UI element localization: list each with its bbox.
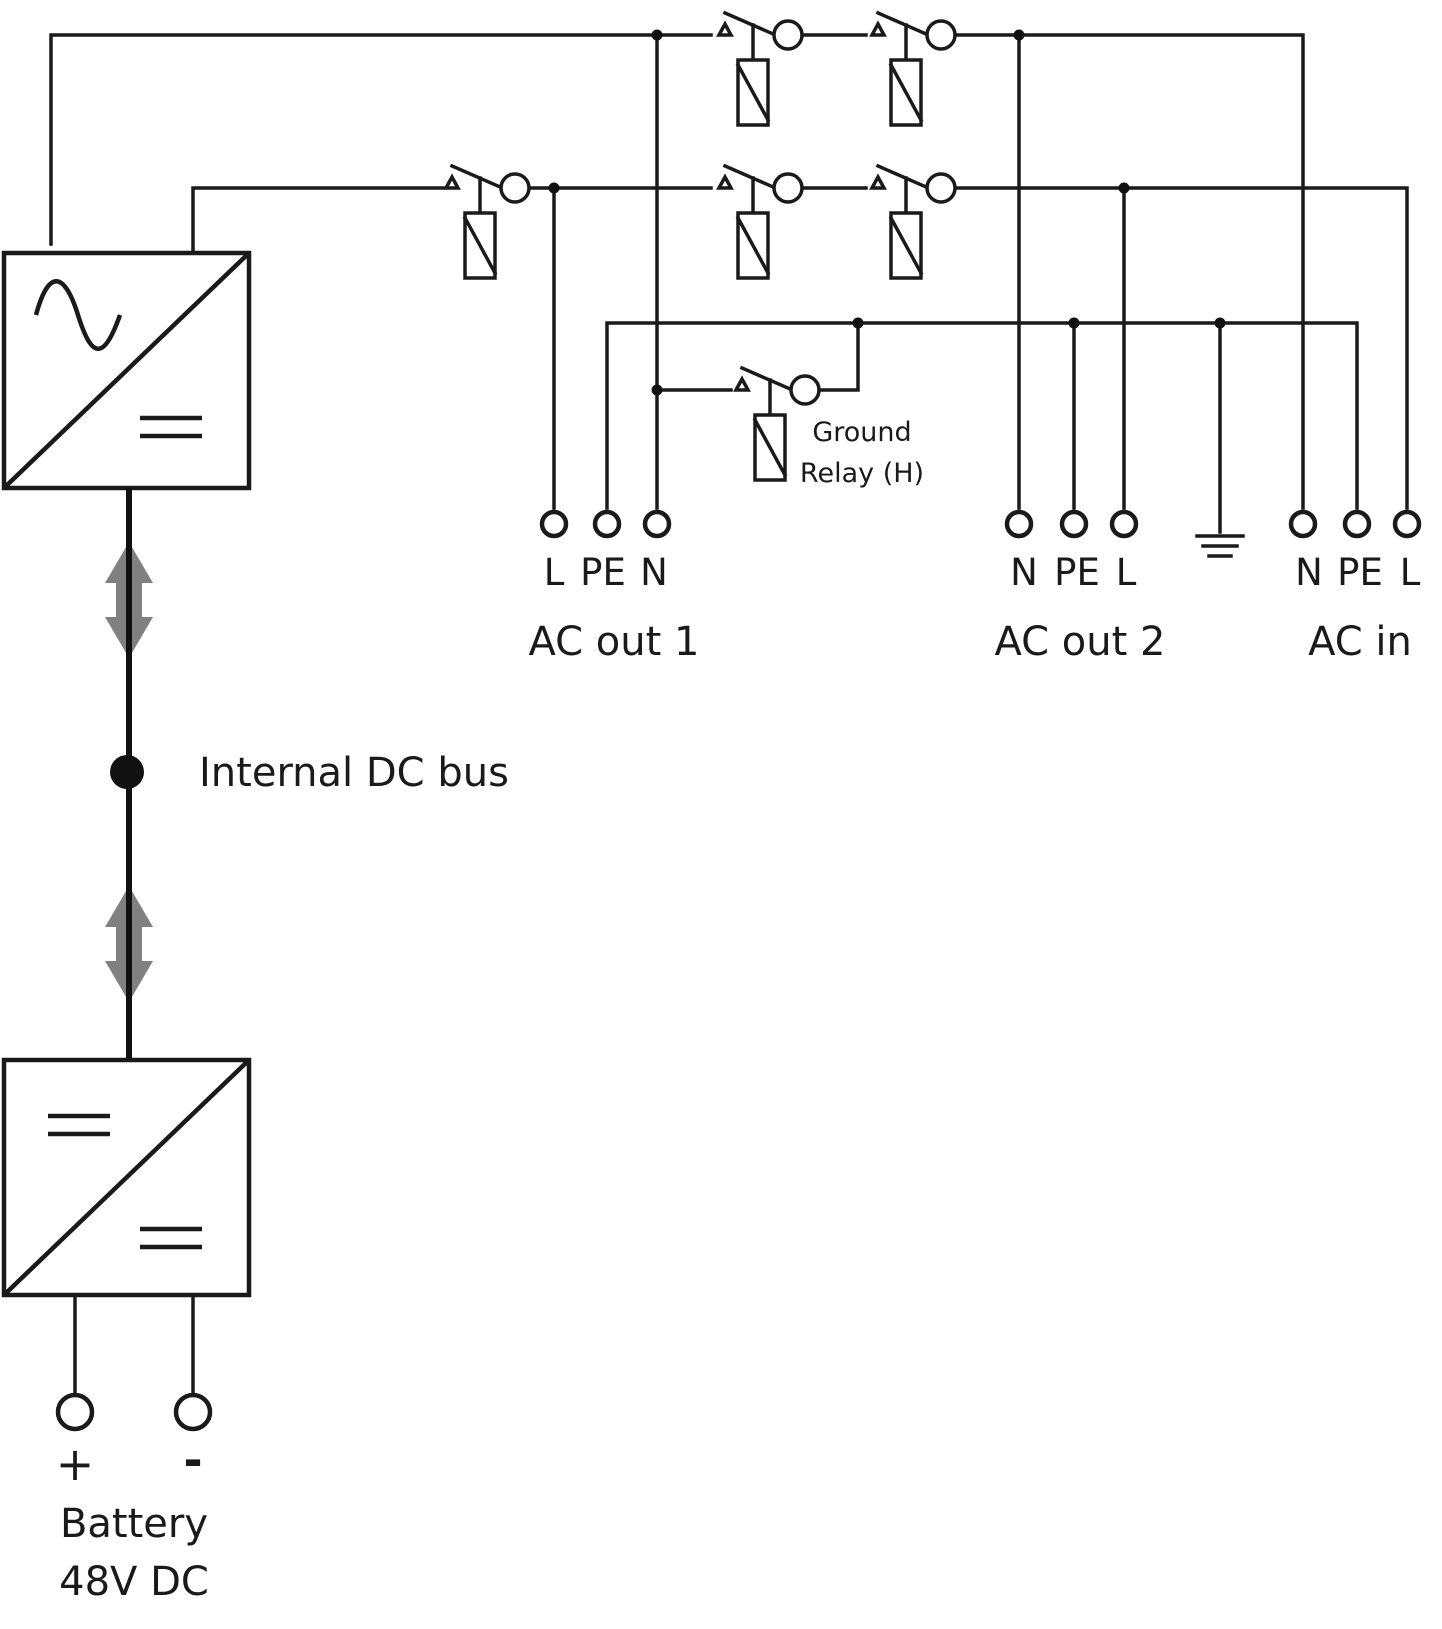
- junction-dot: [651, 29, 663, 41]
- terminal-label: PE: [580, 551, 626, 594]
- terminal-ac-out1-n: [642, 509, 672, 539]
- terminal-label: L: [1400, 551, 1421, 594]
- ac-sine-icon: [33, 279, 123, 351]
- battery-plus-label: +: [56, 1437, 95, 1491]
- internal-dc-bus-label: Internal DC bus: [199, 750, 509, 796]
- dcdc-converter-block: [1, 1057, 252, 1298]
- junction-dot: [1118, 182, 1130, 194]
- terminal-battery-minus: [173, 1392, 213, 1432]
- pe-bus: [605, 321, 1359, 510]
- junction-dot: [1214, 317, 1226, 329]
- terminal-label: PE: [1054, 551, 1100, 594]
- line-wire-to-ac-in: [933, 186, 1409, 510]
- relay-neutral-1: [717, 11, 804, 127]
- inverter-block: [1, 250, 252, 491]
- ac-out-2-label: AC out 2: [995, 619, 1166, 665]
- relay-line-1: [717, 164, 804, 280]
- neutral-wire-to-ac-in: [933, 33, 1305, 510]
- ground-relay-label: Relay (H): [800, 458, 924, 489]
- terminal-ac-out1-l: [539, 509, 569, 539]
- battery-label: Battery: [60, 1501, 208, 1547]
- relay-neutral-2: [870, 11, 957, 127]
- labels: L PE N AC out 1 N PE L AC out 2 N PE L A…: [56, 417, 1421, 1605]
- internal-dc-bus: [105, 488, 153, 1058]
- wiring: [49, 33, 1409, 1397]
- battery-minus-label: -: [183, 1433, 202, 1487]
- ground-relay-label: Ground: [812, 417, 911, 448]
- terminal-label: N: [1010, 551, 1038, 594]
- terminal-label: L: [544, 551, 565, 594]
- terminal-ac-out1-pe: [592, 509, 622, 539]
- junction-dot: [548, 182, 560, 194]
- terminal-ac-in-pe: [1342, 509, 1372, 539]
- relay-line-2: [870, 164, 957, 280]
- battery-voltage-label: 48V DC: [59, 1559, 209, 1605]
- junction-dot: [1013, 29, 1025, 41]
- terminal-ac-in-l: [1392, 509, 1422, 539]
- line-wire-inverter: [191, 186, 445, 255]
- earth-ground-icon: [1195, 534, 1245, 558]
- dc-bus-node: [110, 755, 144, 789]
- junction-dot: [852, 317, 864, 329]
- terminal-ac-out2-n: [1004, 509, 1034, 539]
- terminal-label: PE: [1337, 551, 1383, 594]
- neutral-wire-top: [49, 33, 713, 246]
- relay-line-out1: [444, 164, 531, 280]
- terminals: [55, 509, 1422, 1432]
- ac-out-1-label: AC out 1: [529, 619, 700, 665]
- terminal-label: L: [1116, 551, 1137, 594]
- terminal-battery-plus: [55, 1392, 95, 1432]
- terminal-ac-out2-pe: [1059, 509, 1089, 539]
- terminal-ac-out2-l: [1109, 509, 1139, 539]
- junction-dot: [651, 384, 663, 396]
- ground-relay-pe-wire: [812, 321, 860, 392]
- terminal-ac-in-n: [1288, 509, 1318, 539]
- terminal-label: N: [1295, 551, 1323, 594]
- relays: [444, 11, 957, 482]
- terminal-label: N: [640, 551, 668, 594]
- junctions: [548, 29, 1226, 396]
- ac-in-label: AC in: [1308, 619, 1412, 665]
- junction-dot: [1068, 317, 1080, 329]
